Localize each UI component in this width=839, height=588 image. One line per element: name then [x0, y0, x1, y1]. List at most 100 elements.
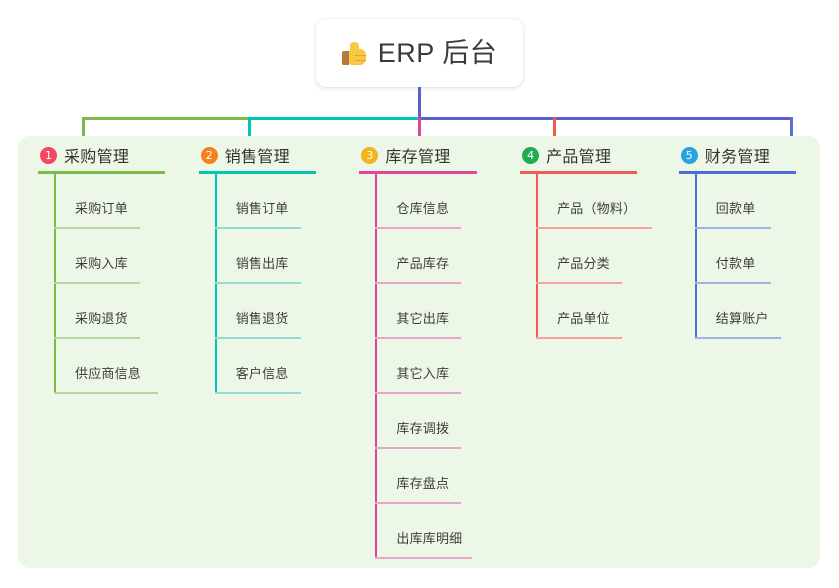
- branch-title: 财务管理: [704, 149, 770, 166]
- branch-item-label: 采购退货: [75, 311, 128, 326]
- branch-underline: [359, 171, 478, 174]
- branch-item-label: 回款单: [715, 201, 756, 216]
- branch-item[interactable]: 采购订单: [38, 174, 199, 229]
- branch-item-label: 产品单位: [557, 311, 610, 326]
- branch-item-label: 产品（物料）: [557, 201, 637, 216]
- branch-number-badge: 1: [40, 146, 57, 164]
- branch-item-underline: [54, 227, 140, 229]
- connector-bus-segment-2: [248, 117, 418, 120]
- branch-item-underline: [214, 227, 301, 229]
- connector-bus-segment-1: [82, 117, 248, 120]
- connector-bus-segment-3: [418, 117, 793, 120]
- branch-spine: [54, 174, 56, 394]
- branch-item-label: 库存调拨: [396, 421, 450, 436]
- branch-item-underline: [214, 282, 301, 284]
- branch-item[interactable]: 其它出库: [359, 284, 520, 339]
- branch-item-underline: [375, 337, 462, 339]
- branch-item-underline: [375, 502, 462, 504]
- branch-item-underline: [214, 337, 301, 339]
- branch-number-badge: 4: [522, 146, 540, 164]
- branch-item[interactable]: 出库库明细: [359, 504, 520, 559]
- branch-item[interactable]: 产品分类: [520, 229, 679, 284]
- branch-item[interactable]: 销售订单: [199, 174, 360, 229]
- branch-item[interactable]: 供应商信息: [38, 339, 199, 394]
- branch-item[interactable]: 产品单位: [520, 284, 679, 339]
- branch-spine: [375, 174, 378, 559]
- branch-header[interactable]: 4 产品管理: [520, 136, 679, 174]
- branch-item[interactable]: 库存调拨: [359, 394, 520, 449]
- branch-item-label: 客户信息: [235, 366, 289, 381]
- branch-item-list: 产品（物料） 产品分类产品单位: [520, 174, 679, 339]
- branch-item[interactable]: 产品（物料）: [520, 174, 679, 229]
- branch-item-label: 销售退货: [235, 311, 289, 326]
- branch-item-list: 销售订单销售出库销售退货客户信息: [199, 174, 360, 394]
- branch-column-2: 2 销售管理销售订单销售出库销售退货客户信息: [198, 136, 360, 568]
- branch-item-underline: [375, 447, 462, 449]
- branch-header[interactable]: 5 财务管理: [678, 136, 820, 174]
- branch-item-label: 采购订单: [75, 201, 128, 216]
- branch-item[interactable]: 客户信息: [199, 339, 360, 394]
- branch-spine: [536, 174, 539, 339]
- branch-item-underline: [375, 227, 462, 229]
- branch-underline: [520, 171, 638, 174]
- branch-underline: [198, 171, 316, 174]
- branch-item[interactable]: 产品库存: [359, 229, 520, 284]
- branch-item-underline: [54, 392, 158, 394]
- branch-item[interactable]: 销售出库: [199, 229, 360, 284]
- branch-header[interactable]: 3 库存管理: [359, 136, 520, 174]
- branch-header[interactable]: 2 销售管理: [198, 136, 360, 174]
- branch-spine: [214, 174, 217, 394]
- branch-item-underline: [536, 337, 623, 339]
- branch-item[interactable]: 回款单: [679, 174, 820, 229]
- branch-item[interactable]: 采购退货: [38, 284, 199, 339]
- branch-item-underline: [54, 282, 140, 284]
- branch-column-3: 3 库存管理仓库信息产品库存其它出库其它入库库存调拨库存盘点出库库明细: [359, 136, 520, 568]
- branch-title: 销售管理: [224, 149, 290, 166]
- branch-item[interactable]: 付款单: [679, 229, 820, 284]
- connector-stem: [418, 87, 421, 118]
- branch-underline: [38, 171, 165, 174]
- branch-item-label: 供应商信息: [75, 366, 142, 381]
- branch-number-badge: 5: [680, 146, 698, 164]
- branch-item-underline: [694, 282, 771, 284]
- branch-item[interactable]: 其它入库: [359, 339, 520, 394]
- branch-item[interactable]: 仓库信息: [359, 174, 520, 229]
- thumbs-up-icon: [341, 41, 368, 67]
- branch-item-label: 出库库明细: [396, 531, 463, 546]
- branch-item-underline: [694, 227, 771, 229]
- branch-item-underline: [375, 557, 473, 559]
- branch-column-5: 5 财务管理回款单付款单结算账户: [678, 136, 820, 568]
- branch-number-badge: 3: [361, 146, 379, 164]
- branch-item-label: 销售出库: [235, 256, 289, 271]
- branch-item-label: 其它出库: [396, 311, 450, 326]
- branch-item-label: 库存盘点: [396, 476, 450, 491]
- branch-item-label: 产品分类: [557, 256, 610, 271]
- branch-item-underline: [536, 227, 653, 229]
- branch-item[interactable]: 结算账户: [679, 284, 820, 339]
- branch-item-label: 仓库信息: [396, 201, 450, 216]
- mindmap-panel: [18, 136, 820, 568]
- branch-item-list: 仓库信息产品库存其它出库其它入库库存调拨库存盘点出库库明细: [359, 174, 520, 559]
- branch-item-label: 销售订单: [235, 201, 289, 216]
- branch-number-badge: 2: [200, 146, 218, 164]
- branch-spine: [694, 174, 697, 339]
- branch-item-underline: [375, 282, 462, 284]
- branch-item-underline: [694, 337, 781, 339]
- branch-item[interactable]: 销售退货: [199, 284, 360, 339]
- branch-column-4: 4 产品管理产品（物料） 产品分类产品单位: [520, 136, 679, 568]
- branch-item-label: 结算账户: [715, 311, 769, 326]
- branch-item-label: 付款单: [715, 256, 756, 271]
- branch-title: 产品管理: [546, 149, 612, 166]
- root-node-card[interactable]: ERP 后台: [316, 19, 523, 87]
- branch-item-underline: [536, 282, 623, 284]
- branch-title: 库存管理: [385, 149, 451, 166]
- branch-underline: [678, 171, 796, 174]
- branch-item-list: 采购订单采购入库采购退货供应商信息: [38, 174, 199, 394]
- branch-item-underline: [214, 392, 301, 394]
- branch-item[interactable]: 库存盘点: [359, 449, 520, 504]
- branch-item-list: 回款单付款单结算账户: [679, 174, 820, 339]
- branch-item[interactable]: 采购入库: [38, 229, 199, 284]
